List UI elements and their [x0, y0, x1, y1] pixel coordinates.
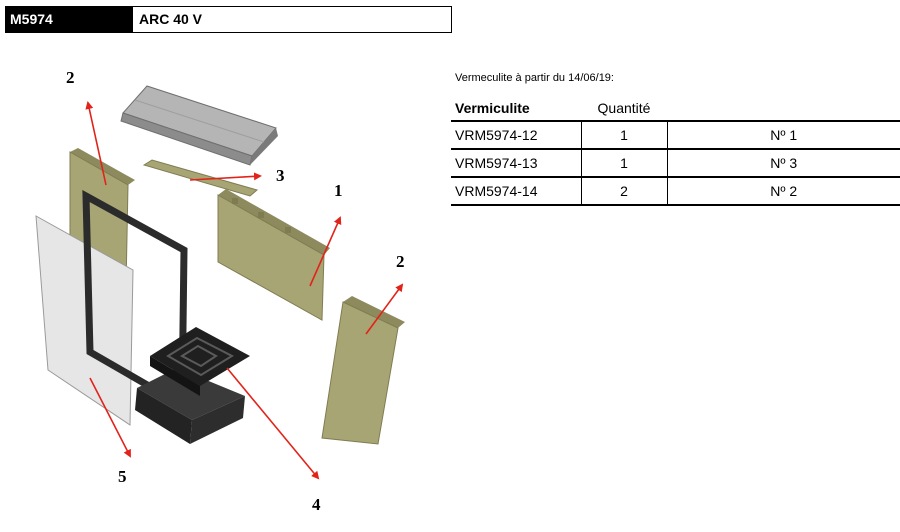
header-bar: M5974 ARC 40 V — [5, 6, 452, 33]
arrow-left-panel — [85, 101, 107, 186]
grate — [150, 327, 250, 396]
vermiculite-strip — [142, 159, 259, 197]
callout-grate: 4 — [312, 495, 321, 514]
vermiculite-note: Vermeculite à partir du 14/06/19: — [455, 72, 614, 84]
table-row: VRM5974-12 1 Nº 1 — [451, 120, 900, 149]
col-header-vermiculite: Vermiculite — [455, 99, 530, 116]
callout-back-panel: 1 — [334, 181, 343, 200]
callout-glass: 5 — [118, 467, 127, 486]
callout-right-panel: 2 — [396, 252, 405, 271]
part-number: Nº 3 — [667, 148, 900, 177]
part-quantity: 1 — [580, 120, 668, 149]
product-name: ARC 40 V — [139, 11, 203, 27]
exploded-view-diagram: 2 3 1 2 4 5 — [35, 68, 405, 514]
right-side-panel — [321, 296, 405, 445]
arrow-strip — [189, 172, 262, 181]
product-code: M5974 — [6, 7, 133, 32]
glass-panel — [35, 215, 134, 426]
part-ref: VRM5974-14 — [451, 176, 581, 206]
part-quantity: 1 — [580, 148, 668, 177]
callout-left-panel: 2 — [66, 68, 75, 87]
part-number: Nº 1 — [667, 120, 900, 149]
ash-pan — [135, 368, 245, 444]
parts-table: Vermiculite Quantité VRM5974-12 1 Nº 1 V… — [451, 95, 900, 206]
back-panel — [217, 189, 330, 321]
arrow-back-panel — [309, 216, 342, 287]
arrow-glass — [89, 377, 131, 458]
baffle-plate — [120, 85, 278, 166]
table-header-row: Vermiculite Quantité — [451, 95, 900, 121]
arrow-right-panel — [365, 283, 404, 335]
table-row: VRM5974-14 2 Nº 2 — [451, 176, 900, 206]
part-number: Nº 2 — [667, 176, 900, 206]
col-header-quantity: Quantité — [597, 99, 651, 116]
callout-arrows — [85, 101, 404, 480]
part-ref: VRM5974-12 — [451, 120, 581, 149]
part-ref: VRM5974-13 — [451, 148, 581, 177]
col-header-number — [667, 95, 900, 121]
table-row: VRM5974-13 1 Nº 3 — [451, 148, 900, 177]
arrow-grate — [226, 367, 320, 480]
callout-strip: 3 — [276, 166, 285, 185]
part-quantity: 2 — [580, 176, 668, 206]
